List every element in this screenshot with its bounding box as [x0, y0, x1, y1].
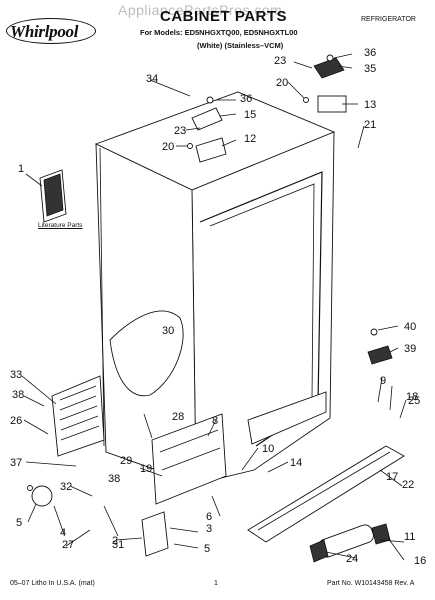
- callout-numbers: 1234556891011121314151617181920202122232…: [10, 47, 426, 567]
- callout-38: 38: [108, 473, 120, 485]
- callout-17: 17: [386, 471, 398, 483]
- top-hinge-right: [303, 54, 347, 113]
- brand-logo: Whirlpool: [10, 22, 79, 41]
- toe-grille: [247, 445, 405, 543]
- callout-14: 14: [290, 457, 302, 469]
- callout-20: 20: [162, 141, 174, 153]
- callout-30: 30: [162, 325, 174, 337]
- roller-bracket: [151, 413, 227, 505]
- literature-booklet: [39, 169, 67, 223]
- callout-12: 12: [244, 133, 256, 145]
- callout-23: 23: [174, 125, 186, 137]
- callout-13: 13: [364, 99, 376, 111]
- callout-24: 24: [346, 553, 358, 565]
- callout-20: 20: [276, 77, 288, 89]
- callout-25: 25: [408, 395, 420, 407]
- literature-parts-label: Literature Parts: [38, 222, 83, 229]
- callout-39: 39: [404, 343, 416, 355]
- callout-31: 31: [112, 539, 124, 551]
- callout-8: 8: [212, 415, 218, 427]
- callout-18: 18: [406, 391, 418, 403]
- callout-38: 38: [12, 389, 24, 401]
- callout-11: 11: [404, 531, 415, 543]
- callout-19: 19: [140, 463, 152, 475]
- callout-40: 40: [404, 321, 416, 333]
- callout-15: 15: [244, 109, 256, 121]
- footer-print-info: 05–07 Litho In U.S.A. (mat): [10, 580, 95, 587]
- callout-23: 23: [274, 55, 286, 67]
- leveling-leg-and-roller: [27, 485, 169, 557]
- callout-36: 36: [364, 47, 376, 59]
- callout-5: 5: [204, 543, 210, 555]
- callout-21: 21: [364, 119, 376, 131]
- watermark-text: AppliancePartsPros.com: [118, 2, 283, 18]
- filter-end-cap: [309, 539, 329, 563]
- footer-part-number: Part No. W10143458 Rev. A: [327, 580, 415, 587]
- callout-16: 16: [414, 555, 426, 567]
- top-hinge-left: [187, 96, 227, 163]
- callout-37: 37: [10, 457, 22, 469]
- callout-10: 10: [262, 443, 274, 455]
- callout-9: 9: [380, 375, 386, 387]
- callout-29: 29: [120, 455, 132, 467]
- model-numbers: For Models: ED5NHGXTQ00, ED5NHGXTL00: [140, 28, 298, 37]
- callout-27: 27: [62, 539, 74, 551]
- lower-hinge-bracket: [367, 328, 393, 365]
- model-variants: (White) (Stainless–VCM): [197, 41, 284, 50]
- brand-logo-ring: [6, 18, 96, 44]
- callout-28: 28: [172, 411, 184, 423]
- leader-lines: [21, 53, 407, 561]
- callout-33: 33: [10, 369, 22, 381]
- callout-35: 35: [364, 63, 376, 75]
- callout-34: 34: [146, 73, 158, 85]
- callout-1: 1: [18, 163, 24, 175]
- callout-4: 4: [60, 527, 66, 539]
- product-category: REFRIGERATOR: [361, 16, 416, 23]
- footer-page-number: 1: [214, 580, 218, 587]
- callout-6: 6: [206, 511, 212, 523]
- callout-2: 2: [112, 535, 118, 547]
- callout-36: 36: [240, 93, 252, 105]
- callout-26: 26: [10, 415, 22, 427]
- callout-32: 32: [60, 481, 72, 493]
- callout-5: 5: [16, 517, 22, 529]
- callout-22: 22: [402, 479, 414, 491]
- page-title: CABINET PARTS: [160, 8, 288, 25]
- callout-3: 3: [206, 523, 212, 535]
